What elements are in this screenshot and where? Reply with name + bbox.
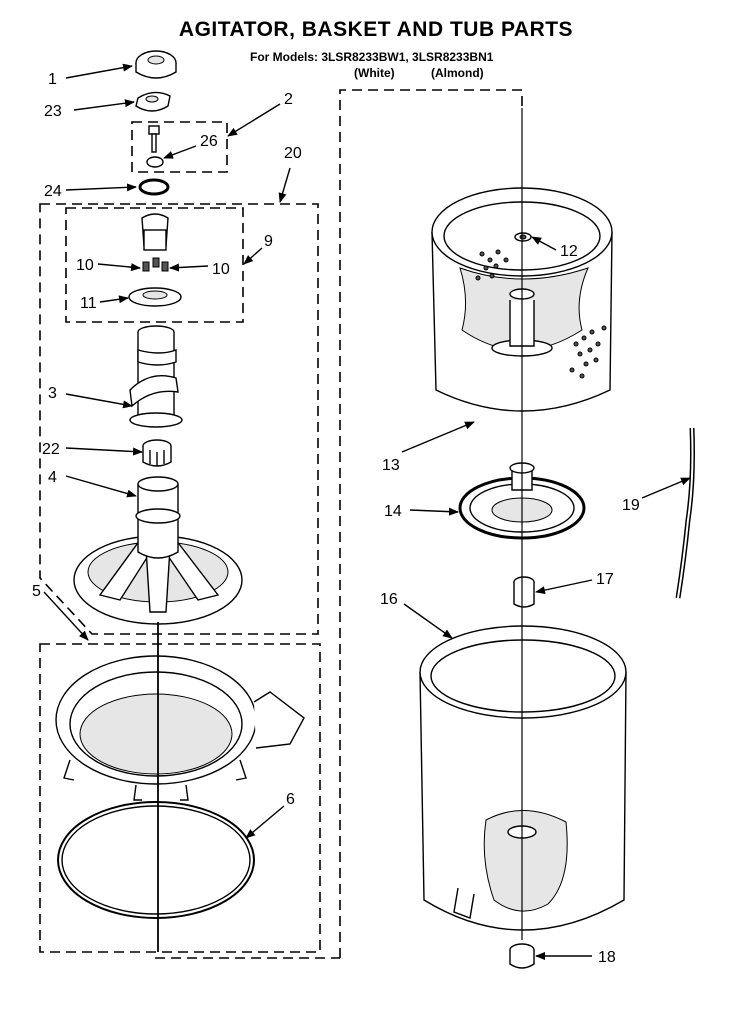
part-agitator-auger: [129, 325, 183, 428]
group-box-2: [131, 121, 228, 173]
part-drive-hub: [513, 576, 535, 608]
callout-2: 2: [284, 91, 293, 108]
callout-11: 11: [80, 295, 97, 312]
part-dog-assembly: [128, 213, 182, 307]
callout-17: 17: [596, 571, 614, 588]
part-spanner-nut: [514, 232, 532, 242]
callout-23: 23: [44, 103, 62, 120]
callout-10-left: 10: [76, 257, 94, 274]
models-line: For Models: 3LSR8233BW1, 3LSR8233BN1: [250, 50, 494, 64]
part-agitator-cap: [135, 50, 177, 79]
callout-19: 19: [622, 497, 640, 514]
callout-16: 16: [380, 591, 398, 608]
diagram-title: AGITATOR, BASKET AND TUB PARTS: [178, 18, 574, 41]
callout-14: 14: [384, 503, 402, 520]
part-o-ring: [138, 178, 170, 196]
part-cam: [135, 91, 171, 112]
group-box-9: [65, 207, 244, 323]
part-agitator-base: [73, 476, 243, 625]
callout-6: 6: [286, 791, 295, 808]
callout-4: 4: [48, 469, 57, 486]
group-box-5: [39, 643, 321, 953]
part-tub-ring: [55, 655, 305, 801]
callout-5: 5: [32, 583, 41, 600]
callout-24: 24: [44, 183, 62, 200]
shaft-path-line: [155, 89, 523, 959]
callout-3: 3: [48, 385, 57, 402]
variant-white: (White): [354, 66, 395, 80]
basket-perforations: [475, 249, 607, 379]
callout-18: 18: [598, 949, 616, 966]
part-tub: [419, 625, 627, 931]
callout-22: 22: [42, 441, 60, 458]
callout-13: 13: [382, 457, 400, 474]
part-hose: [675, 427, 695, 599]
callout-9: 9: [264, 233, 273, 250]
callout-10-right: 10: [212, 261, 230, 278]
callout-26: 26: [200, 133, 218, 150]
variant-almond: (Almond): [431, 66, 484, 80]
callout-labels: 1 23 2 26 20 24 9 10 10 11 3 22 4 5 6 12…: [32, 71, 640, 966]
group-box-20: [39, 203, 319, 635]
part-bolt-washer: [146, 125, 164, 168]
callout-12: 12: [560, 243, 578, 260]
callout-20: 20: [284, 145, 302, 162]
part-spline-insert: [142, 439, 172, 467]
callout-1: 1: [48, 71, 57, 88]
part-tub-bearing: [509, 943, 535, 969]
part-ring-clamp: [57, 801, 255, 919]
leader-lines: [43, 63, 691, 960]
